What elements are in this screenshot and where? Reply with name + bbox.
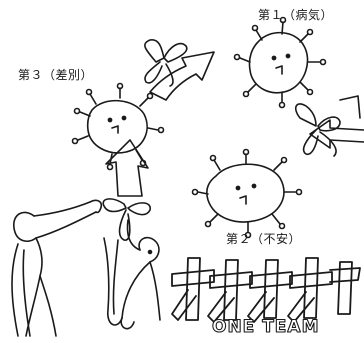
virus-stage-3-icon	[73, 84, 164, 170]
arrow-up-icon	[103, 140, 150, 240]
katakana-lettering	[172, 258, 360, 322]
person-left-icon	[12, 200, 101, 336]
arrow-up-right-icon	[145, 40, 214, 100]
virus-stage-1-icon	[235, 18, 326, 108]
one-team-lettering: ONE TEAM	[212, 317, 320, 337]
one-team-text: ONE TEAM	[212, 317, 320, 337]
arrow-left-icon	[296, 96, 364, 156]
person-middle-icon	[104, 220, 160, 329]
virus-stage-2-icon	[193, 150, 302, 238]
